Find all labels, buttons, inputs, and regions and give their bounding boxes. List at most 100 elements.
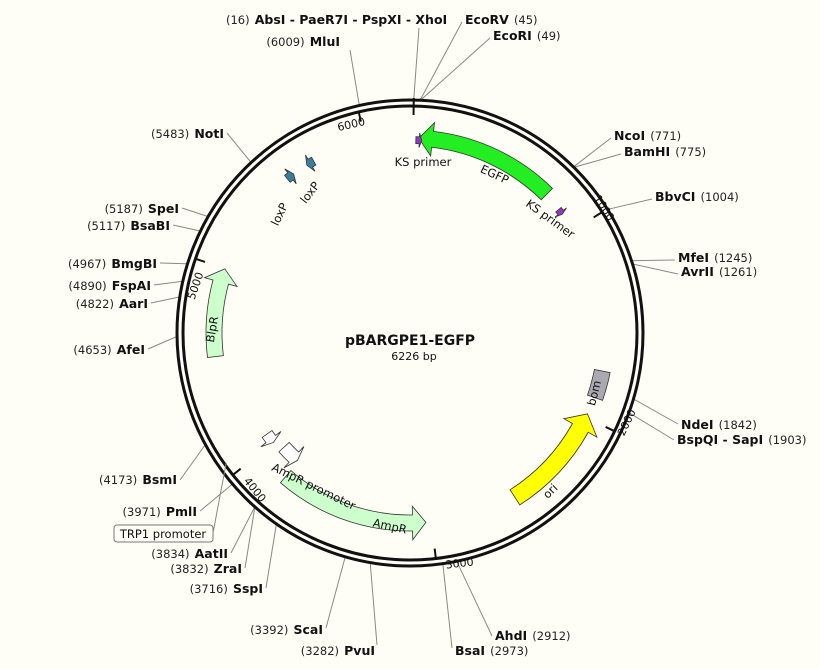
blpr-feature-arrow xyxy=(203,268,238,358)
site-absi-name: AbsI - PaeR7I - PspXI - XhoI xyxy=(255,12,448,27)
site-spei-leader xyxy=(181,207,208,217)
site-ndei-leader xyxy=(634,399,679,425)
plasmid-length: 6226 bp xyxy=(391,350,436,363)
site-fspai-leader xyxy=(153,280,182,286)
blpr-feature-label: BlpR xyxy=(203,315,221,343)
site-pvui-name: PvuI xyxy=(344,643,375,658)
tick-5000-mark xyxy=(196,258,206,263)
site-bsabi-position: (5117) xyxy=(87,219,125,233)
site-bmgbi-position: (4967) xyxy=(68,257,106,271)
site-ncoi-position: (771) xyxy=(650,129,681,143)
site-aari-label: (4822) AarI xyxy=(76,293,148,312)
backbone-inner-ring xyxy=(181,104,639,562)
site-bsai-name: BsaI xyxy=(455,643,485,658)
site-aatii-label: (3834) AatII xyxy=(151,543,228,562)
site-afei-label: (4653) AfeI xyxy=(73,339,145,358)
site-leader-lines xyxy=(147,21,679,649)
site-fspai-name: FspAI xyxy=(112,278,151,293)
site-fspai-position: (4890) xyxy=(68,279,106,293)
site-bbvci-name: BbvCI xyxy=(655,189,695,204)
loxp-2-feature-arrow xyxy=(283,168,297,185)
site-mlui-leader xyxy=(349,49,360,105)
site-bbvci-position: (1004) xyxy=(701,190,739,204)
site-mfei-name: MfeI xyxy=(678,250,709,265)
site-bsmi-leader xyxy=(179,445,206,481)
site-aatii-position: (3834) xyxy=(151,547,189,561)
site-bsai-leader xyxy=(442,564,453,649)
site-bspqi-name: BspQI - SapI xyxy=(677,432,763,447)
site-ncoi-name: NcoI xyxy=(614,128,645,143)
site-ahdi-leader xyxy=(456,561,493,637)
site-aatii-name: AatII xyxy=(195,546,228,561)
site-bspqi-position: (1903) xyxy=(768,433,806,447)
tick-3000-label: 3000 xyxy=(445,555,474,571)
site-absi-position: (16) xyxy=(226,13,250,27)
tick-1000-mark xyxy=(593,211,602,219)
site-scai-position: (3392) xyxy=(250,623,288,637)
site-afei-leader xyxy=(147,336,177,350)
site-bsmi-label: (4173) BsmI xyxy=(99,469,177,488)
site-sspi-position: (3716) xyxy=(190,582,228,596)
site-pmli-leader xyxy=(199,484,233,512)
ampr-feature-arrow xyxy=(279,470,427,541)
site-spei-label: (5187) SpeI xyxy=(105,198,179,217)
site-mlui-name: MluI xyxy=(310,34,340,49)
site-ecorv-leader xyxy=(420,21,463,100)
tick-4000-mark xyxy=(233,467,242,476)
site-bsabi-label: (5117) BsaBI xyxy=(87,215,170,234)
plasmid-name: pBARGPE1-EGFP xyxy=(345,333,475,349)
trp1-promoter-label-box xyxy=(113,524,214,543)
site-sspi-label: (3716) SspI xyxy=(190,578,263,597)
site-mfei-position: (1245) xyxy=(714,251,752,265)
site-mlui-position: (6009) xyxy=(266,35,304,49)
bom-feature-label: bom xyxy=(584,379,604,407)
tick-2000-mark xyxy=(605,426,615,432)
site-pvui-leader xyxy=(369,563,378,646)
site-bmgbi-name: BmgBI xyxy=(111,256,157,271)
site-bmgbi-label: (4967) BmgBI xyxy=(68,253,157,272)
site-bsmi-position: (4173) xyxy=(99,473,137,487)
site-ncoi-leader xyxy=(573,137,612,167)
site-bsabi-name: BsaBI xyxy=(130,218,170,233)
site-bamhi-position: (775) xyxy=(675,145,706,159)
site-ncoi-label: NcoI (771) xyxy=(614,125,681,144)
site-avrii-label: AvrII (1261) xyxy=(681,261,757,280)
site-bamhi-name: BamHI xyxy=(624,144,670,159)
site-ahdi-position: (2912) xyxy=(532,629,570,643)
trp1-promoter-leader xyxy=(212,462,227,534)
site-spei-position: (5187) xyxy=(105,202,143,216)
site-noti-leader xyxy=(226,132,251,163)
ori-feature-arrow xyxy=(509,413,598,506)
site-noti-position: (5483) xyxy=(151,127,189,141)
ampr-promoter-arrow xyxy=(278,441,305,469)
site-pvui-label: (3282) PvuI xyxy=(301,640,375,659)
site-ecori-leader xyxy=(421,37,491,100)
site-scai-leader xyxy=(325,557,346,629)
site-bamhi-label: BamHI (775) xyxy=(624,141,706,160)
site-avrii-leader xyxy=(633,263,679,275)
site-scai-label: (3392) ScaI xyxy=(250,619,323,638)
site-ndei-label: NdeI (1842) xyxy=(681,414,757,433)
site-ecorv-position: (45) xyxy=(514,13,538,27)
site-avrii-name: AvrII xyxy=(681,264,714,279)
trp1-promoter-label: TRP1 promoter xyxy=(119,527,207,541)
tick-6000-label: 6000 xyxy=(336,115,366,134)
site-spei-name: SpeI xyxy=(148,201,179,216)
site-mfei-label: MfeI (1245) xyxy=(678,247,752,266)
trp1-promoter-arrow xyxy=(260,429,282,448)
ks-primer-1-arrow xyxy=(415,132,423,148)
site-ecori-name: EcoRI xyxy=(493,28,532,43)
site-bspqi-leader xyxy=(629,412,675,441)
site-sspi-leader xyxy=(265,524,277,589)
site-bsmi-name: BsmI xyxy=(142,472,177,487)
site-afei-name: AfeI xyxy=(117,342,145,357)
site-noti-label: (5483) NotI xyxy=(151,123,224,142)
site-ecorv-label: EcoRV (45) xyxy=(465,9,538,28)
ampr-feature-label: AmpR xyxy=(372,516,409,537)
site-absi-label: (16) AbsI - PaeR7I - PspXI - XhoI xyxy=(226,9,447,28)
site-ndei-position: (1842) xyxy=(719,418,757,432)
site-zrai-leader xyxy=(244,507,256,569)
site-aari-leader xyxy=(150,296,179,304)
